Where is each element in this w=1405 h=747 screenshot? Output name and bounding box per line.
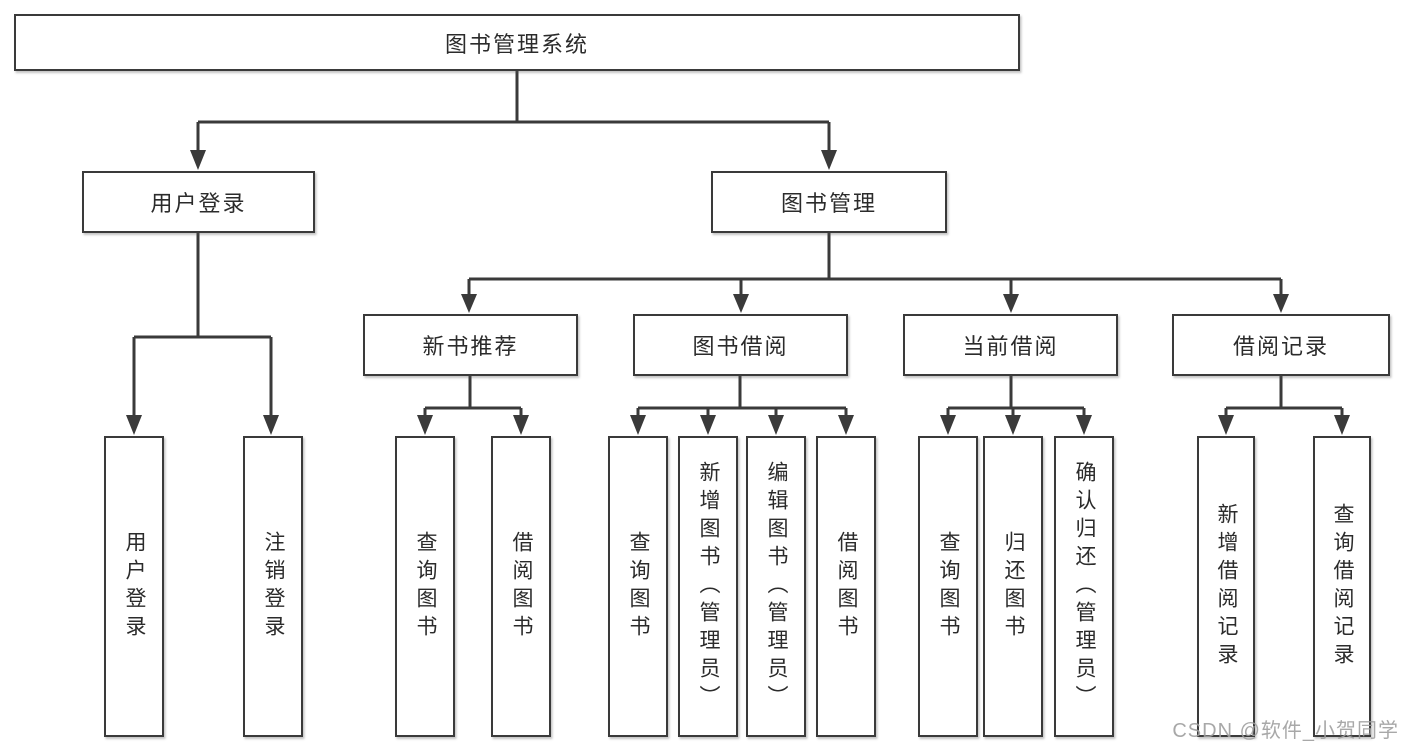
node-library-system-label: 图书管理系统 [444, 31, 589, 57]
leaf-confirm-return-admin-label: 确认归还（管理员） [1073, 460, 1096, 713]
leaf-borrow-books-label: 借阅图书 [835, 530, 858, 643]
leaf-confirm-return-admin: 确认归还（管理员） [1054, 436, 1114, 737]
leaf-edit-book-admin: 编辑图书（管理员） [746, 436, 806, 737]
node-new-book-recommend-label: 新书推荐 [422, 334, 519, 359]
node-borrowing-records: 借阅记录 [1172, 314, 1390, 376]
leaf-borrow-books: 借阅图书 [816, 436, 876, 737]
node-user-login: 用户登录 [82, 171, 315, 233]
leaf-add-borrow-record-label: 新增借阅记录 [1215, 502, 1238, 671]
leaf-query-books-borrow-label: 查询图书 [627, 530, 650, 643]
node-current-borrowing: 当前借阅 [903, 314, 1118, 376]
leaf-add-borrow-record: 新增借阅记录 [1197, 436, 1255, 737]
leaf-query-borrow-record: 查询借阅记录 [1313, 436, 1371, 737]
node-new-book-recommend: 新书推荐 [363, 314, 578, 376]
node-book-management-label: 图书管理 [780, 191, 877, 216]
node-library-system: 图书管理系统 [14, 14, 1020, 71]
node-book-borrowing-label: 图书借阅 [692, 334, 789, 359]
leaf-add-book-admin: 新增图书（管理员） [678, 436, 738, 737]
leaf-logout-label: 注销登录 [262, 530, 285, 643]
node-user-login-label: 用户登录 [150, 191, 247, 216]
leaf-borrow-books-recommend-label: 借阅图书 [510, 530, 533, 643]
node-book-management: 图书管理 [711, 171, 947, 233]
leaf-user-login-label: 用户登录 [123, 530, 146, 643]
leaf-return-books-label: 归还图书 [1002, 530, 1025, 643]
leaf-user-login: 用户登录 [104, 436, 164, 737]
leaf-query-books-current: 查询图书 [918, 436, 978, 737]
node-book-borrowing: 图书借阅 [633, 314, 848, 376]
leaf-edit-book-admin-label: 编辑图书（管理员） [765, 460, 788, 713]
leaf-query-books-borrow: 查询图书 [608, 436, 668, 737]
leaf-query-borrow-record-label: 查询借阅记录 [1331, 502, 1354, 671]
node-current-borrowing-label: 当前借阅 [962, 334, 1059, 359]
leaf-query-books-recommend: 查询图书 [395, 436, 455, 737]
leaf-logout: 注销登录 [243, 436, 303, 737]
csdn-watermark: CSDN @软件_小贺同学 [1172, 720, 1399, 742]
node-borrowing-records-label: 借阅记录 [1232, 334, 1329, 359]
leaf-add-book-admin-label: 新增图书（管理员） [697, 460, 720, 713]
leaf-query-books-recommend-label: 查询图书 [414, 530, 437, 643]
leaf-return-books: 归还图书 [983, 436, 1043, 737]
leaf-query-books-current-label: 查询图书 [937, 530, 960, 643]
leaf-borrow-books-recommend: 借阅图书 [491, 436, 551, 737]
